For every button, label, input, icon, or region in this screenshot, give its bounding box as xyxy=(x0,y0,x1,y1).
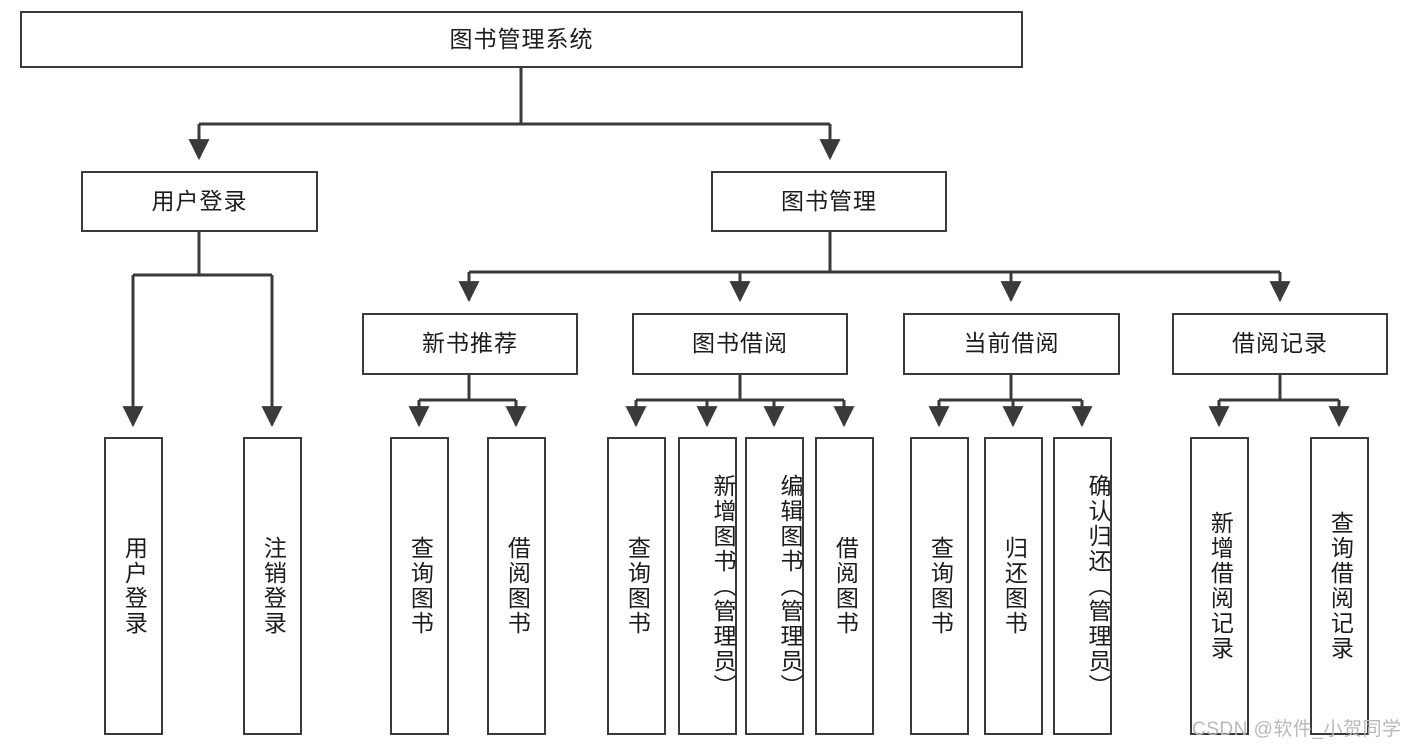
leaf-br-query-record[interactable]: 查询借阅记录 xyxy=(1310,437,1369,735)
node-label: 借阅图书 xyxy=(504,536,531,636)
node-label: 新增借阅记录 xyxy=(1207,511,1234,661)
leaf-nbr-borrow-book[interactable]: 借阅图书 xyxy=(487,437,546,735)
node-label: 编辑图书（管理员） xyxy=(777,473,803,699)
leaf-bb-borrow-book[interactable]: 借阅图书 xyxy=(815,437,874,735)
csdn-watermark: CSDN @软件_小贺同学 xyxy=(1192,719,1402,740)
node-user-login[interactable]: 用户登录 xyxy=(81,171,318,232)
node-label: 查询图书 xyxy=(624,536,651,636)
leaf-bb-query-book[interactable]: 查询图书 xyxy=(607,437,666,735)
node-new-book-recommend[interactable]: 新书推荐 xyxy=(362,313,578,375)
node-label: 借阅记录 xyxy=(1232,330,1328,357)
leaf-bb-edit-book[interactable]: 编辑图书（管理员） xyxy=(745,437,804,735)
node-label: 查询借阅记录 xyxy=(1327,511,1354,661)
leaf-cb-return-book[interactable]: 归还图书 xyxy=(984,437,1043,735)
leaf-bb-add-book[interactable]: 新增图书（管理员） xyxy=(678,437,737,735)
node-label: 新增图书（管理员） xyxy=(710,473,736,699)
node-borrow-record[interactable]: 借阅记录 xyxy=(1172,313,1388,375)
node-label: 查询图书 xyxy=(927,536,954,636)
leaf-user-login[interactable]: 用户登录 xyxy=(104,437,163,735)
node-book-manage[interactable]: 图书管理 xyxy=(711,171,947,232)
node-label: 注销登录 xyxy=(260,536,287,636)
node-label: 图书管理系统 xyxy=(449,25,594,52)
node-current-borrow[interactable]: 当前借阅 xyxy=(903,313,1120,375)
node-label: 确认归还（管理员） xyxy=(1085,473,1111,699)
node-book-borrow[interactable]: 图书借阅 xyxy=(632,313,848,375)
leaf-nbr-query-book[interactable]: 查询图书 xyxy=(390,437,449,735)
node-label: 用户登录 xyxy=(151,187,248,214)
node-label: 用户登录 xyxy=(121,536,148,636)
node-label: 查询图书 xyxy=(407,536,434,636)
leaf-cb-query-book[interactable]: 查询图书 xyxy=(910,437,969,735)
node-root[interactable]: 图书管理系统 xyxy=(20,11,1023,68)
leaf-br-add-record[interactable]: 新增借阅记录 xyxy=(1190,437,1249,735)
node-label: 归还图书 xyxy=(1001,536,1028,636)
node-label: 新书推荐 xyxy=(422,330,518,357)
leaf-user-logout[interactable]: 注销登录 xyxy=(243,437,302,735)
node-label: 图书管理 xyxy=(781,187,877,214)
node-label: 当前借阅 xyxy=(963,330,1060,357)
node-label: 借阅图书 xyxy=(832,536,859,636)
node-label: 图书借阅 xyxy=(692,330,788,357)
leaf-cb-confirm-return[interactable]: 确认归还（管理员） xyxy=(1053,437,1112,735)
